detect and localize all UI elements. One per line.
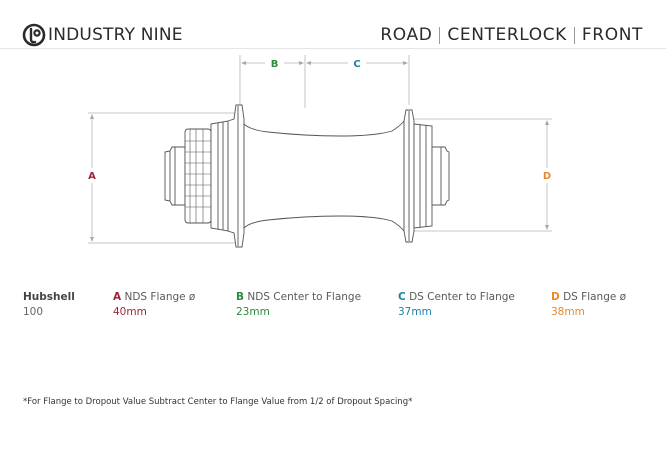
hub-shell <box>243 119 405 233</box>
nds-collar <box>210 120 229 232</box>
spec-letter: C <box>398 291 406 303</box>
tag-road: ROAD <box>380 25 433 45</box>
industry-nine-logo-icon <box>22 23 46 47</box>
spline-teeth <box>185 129 211 223</box>
hub-diagram: B C A D <box>88 55 552 248</box>
ds-end-cap <box>431 146 450 206</box>
dimension-arrows <box>90 61 549 242</box>
header: INDUSTRY NINE ROAD CENTERLOCK FRONT <box>0 0 666 48</box>
hub-drawing <box>164 104 450 248</box>
arrow <box>241 61 246 65</box>
tag-separator <box>439 26 441 44</box>
dim-label-a: A <box>88 171 96 182</box>
spec-label: DS Flange ø <box>563 291 627 303</box>
spec-value: 40mm <box>113 306 147 318</box>
tag-centerlock: CENTERLOCK <box>447 25 567 45</box>
spec-value: 23mm <box>236 306 270 318</box>
tag-front: FRONT <box>581 25 643 45</box>
arrow <box>403 61 408 65</box>
header-divider <box>0 48 666 49</box>
dim-label-c: C <box>353 59 360 70</box>
dimension-lines <box>88 55 552 244</box>
brand-name: INDUSTRY NINE <box>48 25 183 45</box>
arrow <box>90 237 94 242</box>
footnote: *For Flange to Dropout Value Subtract Ce… <box>23 397 413 407</box>
spec-ds-flange-diameter: D DS Flange ø 38mm <box>551 290 626 319</box>
spec-label: NDS Flange ø <box>124 291 196 303</box>
spec-letter: D <box>551 291 560 303</box>
spec-letter: B <box>236 291 245 303</box>
spec-hubshell-value: 100 <box>23 306 44 318</box>
spec-ds-center-to-flange: C DS Center to Flange 37mm <box>398 290 515 319</box>
spec-label: DS Center to Flange <box>409 291 515 303</box>
spec-letter: A <box>113 291 122 303</box>
spec-hubshell-label: Hubshell <box>23 291 75 303</box>
spec-label: NDS Center to Flange <box>247 291 362 303</box>
spec-value: 37mm <box>398 306 432 318</box>
spec-table: Hubshell 100 A NDS Flange ø 40mm B NDS C… <box>0 290 666 330</box>
spec-hubshell: Hubshell 100 <box>23 290 75 319</box>
ds-body <box>413 123 433 229</box>
arrow <box>299 61 304 65</box>
spec-nds-flange-diameter: A NDS Flange ø 40mm <box>113 290 195 319</box>
spec-nds-center-to-flange: B NDS Center to Flange 23mm <box>236 290 361 319</box>
nds-flange <box>227 104 245 248</box>
arrow <box>545 225 549 230</box>
product-tags: ROAD CENTERLOCK FRONT <box>380 22 643 48</box>
centerlock-spline <box>184 128 212 224</box>
dim-label-b: B <box>271 59 279 70</box>
brand-logo: INDUSTRY NINE <box>22 22 183 48</box>
spec-value: 38mm <box>551 306 585 318</box>
dim-label-d: D <box>543 171 551 182</box>
arrow <box>306 61 311 65</box>
arrow <box>90 114 94 119</box>
arrow <box>545 120 549 125</box>
tag-separator <box>573 26 575 44</box>
